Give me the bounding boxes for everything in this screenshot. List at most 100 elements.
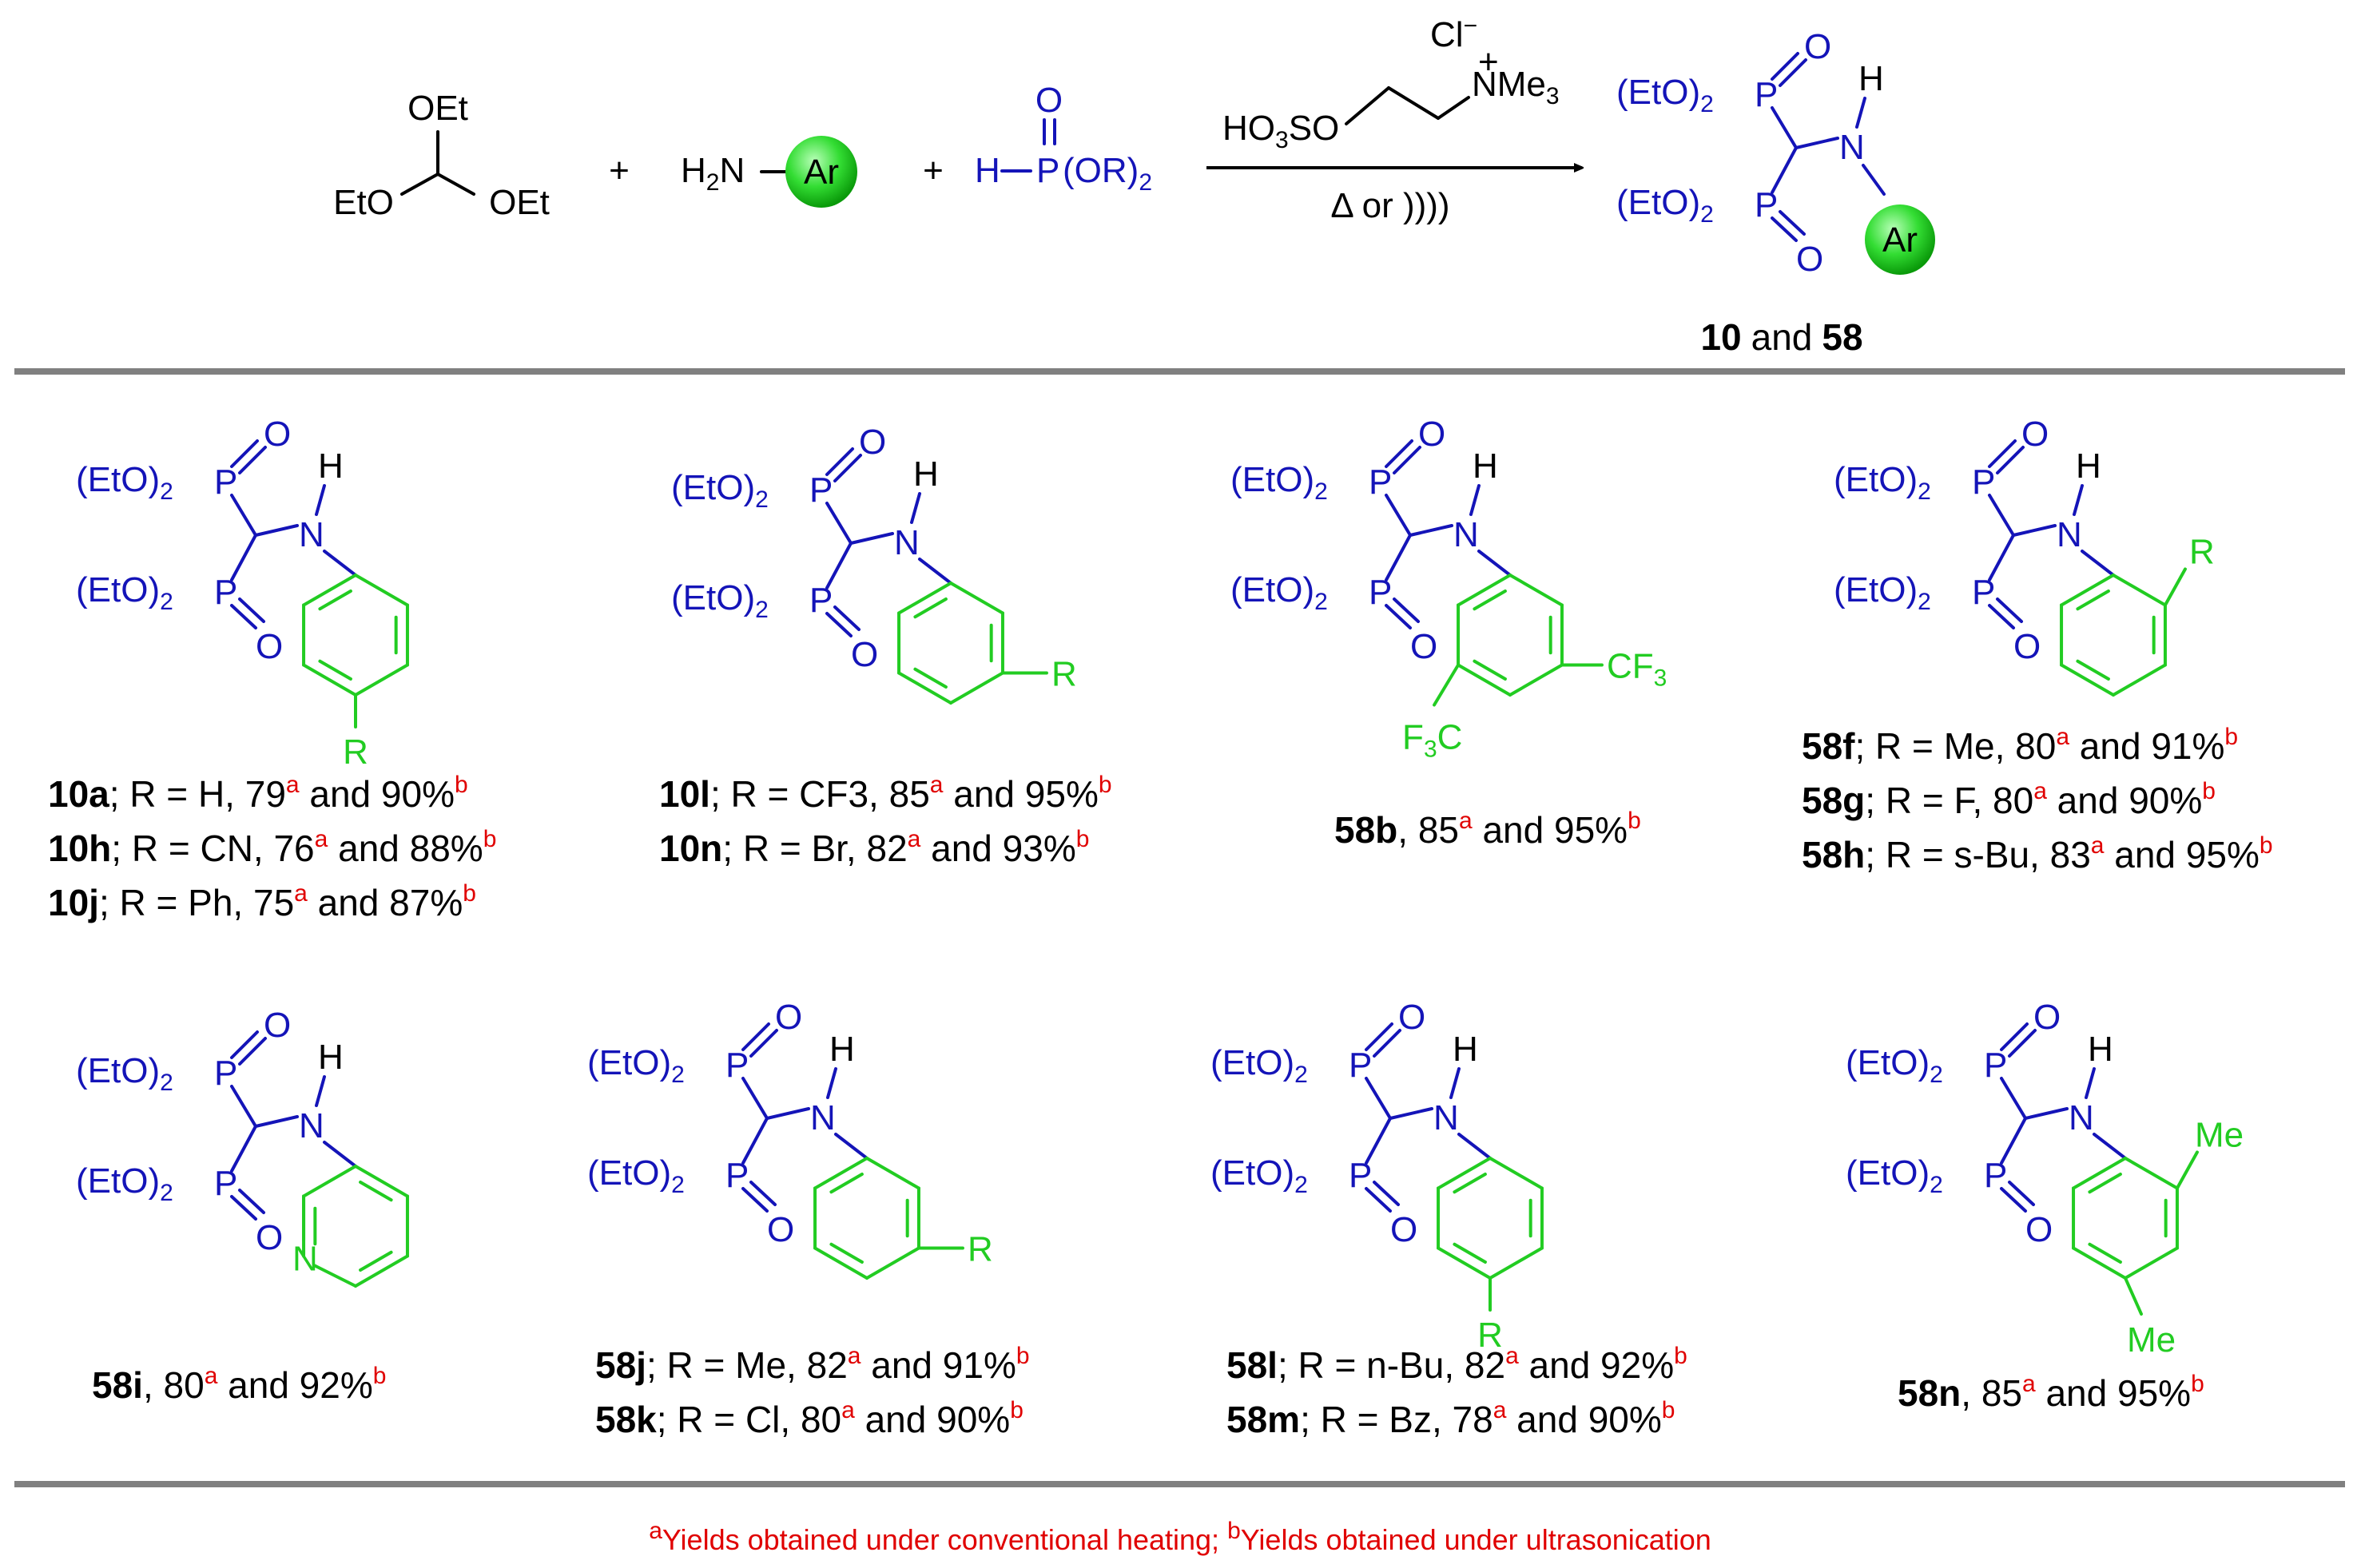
o-label: O [1796,240,1823,279]
ring-bond [354,1165,409,1198]
p-o-bond [1385,439,1413,468]
o-label: O [2033,998,2061,1037]
compound-caption: 58b, 85a and 95%b [1334,808,1641,851]
bond [1409,524,1453,537]
r-label: R [2189,533,2215,572]
h-label: H [1473,447,1498,486]
compound-caption: 58n, 85a and 95%b [1898,1371,2204,1414]
ring-double-bond [913,667,948,689]
p-o-bond [1988,604,2015,629]
compound-caption: 10n; R = Br, 82a and 93%b [659,826,1089,869]
oet-label: OEt [489,183,550,222]
ring-bond [1489,1246,1544,1280]
ring-double-bond [2076,589,2110,611]
o-label: O [1410,627,1437,666]
p-o-bond [2000,1022,2029,1051]
reagent-triethyl-orthoformate: OEt EtO OEt [333,89,550,222]
p-o-bond [825,612,853,637]
p-label: P [1369,462,1392,502]
bond [2000,1117,2027,1165]
ring-bond [2124,1246,2179,1280]
ring-double-bond [1453,1173,1487,1194]
eto2-label: (EtO)2 [1210,1043,1308,1088]
p-o-bond [238,597,265,623]
h-label: H [1453,1030,1478,1069]
p-o-bond [238,446,267,474]
bond [1988,494,2015,537]
p-o-bond [1393,597,1420,623]
compound-caption: 10l; R = CF3, 85a and 95%b [659,772,1112,815]
n-label: N [894,523,920,562]
compound-id: 58m [1226,1399,1300,1440]
ring-bond [813,1157,868,1190]
plus-sign: + [609,151,630,190]
ring-double-bond [1453,1242,1487,1264]
ring-bond [1437,1246,1492,1280]
ring-double-bond [2076,659,2110,681]
compound-id: 10l [659,773,710,815]
p-o-bond [1771,52,1799,81]
p-label: P [1036,151,1059,190]
o-label: O [1398,998,1425,1037]
r-label: R [1051,655,1077,694]
o-label: O [859,423,886,462]
or2-label: (OR)2 [1063,151,1152,196]
h-label: H [913,455,939,494]
h-label: H [318,447,344,486]
catalyst-structure: Cl− + HO3SO NMe3 [1222,13,1560,153]
ring-bond [2112,663,2167,697]
compound-caption: 58g; R = F, 80a and 90%b [1802,778,2216,821]
bond [2024,1107,2069,1120]
eto2-label: (EtO)2 [1834,460,1931,505]
bond [1365,1077,1392,1120]
aryl-ball [1865,204,1935,275]
p-o-bond [741,1022,770,1051]
p-o-bond [230,604,257,629]
bond [825,542,853,589]
ring-bond [313,1264,357,1288]
bond [1457,1133,1492,1160]
ring-bond [897,671,952,705]
p-label: P [1755,75,1778,114]
p-o-bond [1373,1029,1401,1058]
compound-id: 58h [1802,834,1865,875]
bond [254,524,299,537]
o-label: O [2013,627,2041,666]
n-h-bond [315,1075,326,1107]
n-label: N [1839,128,1865,167]
p-o-bond [238,1037,267,1066]
bond [825,502,853,545]
compound-id: 58b [1334,809,1397,851]
substituent-bond [1433,663,1461,707]
ring-bond [302,663,357,697]
eto2-label: (EtO)2 [1210,1153,1308,1198]
n-label: N [2057,515,2082,554]
ring-double-bond [913,597,948,619]
p-o-bond [833,605,861,631]
r-label: R [968,1230,993,1269]
plus-charge: + [1478,42,1499,81]
h-label: H [1858,59,1884,98]
p-o-bond [230,1030,259,1059]
ring-bond [2072,1157,2127,1190]
ring-double-bond [318,589,352,611]
ring-bond [1508,663,1564,697]
ring-bond [2060,574,2115,607]
compound-caption: 10h; R = CN, 76a and 88%b [48,826,496,869]
p-o-bond [230,1195,257,1221]
ring-double-bond [359,1250,393,1272]
aryl-ball [785,136,857,208]
ring-bond [2060,663,2115,697]
eto2-label: (EtO)2 [76,570,173,615]
o-label: O [767,1210,794,1249]
bond [2012,524,2057,537]
h2n-label: H2N [681,151,745,196]
bond [1385,494,1412,537]
ring-double-bond [359,1181,393,1202]
compound-id: 10j [48,882,99,923]
bond [849,532,894,545]
